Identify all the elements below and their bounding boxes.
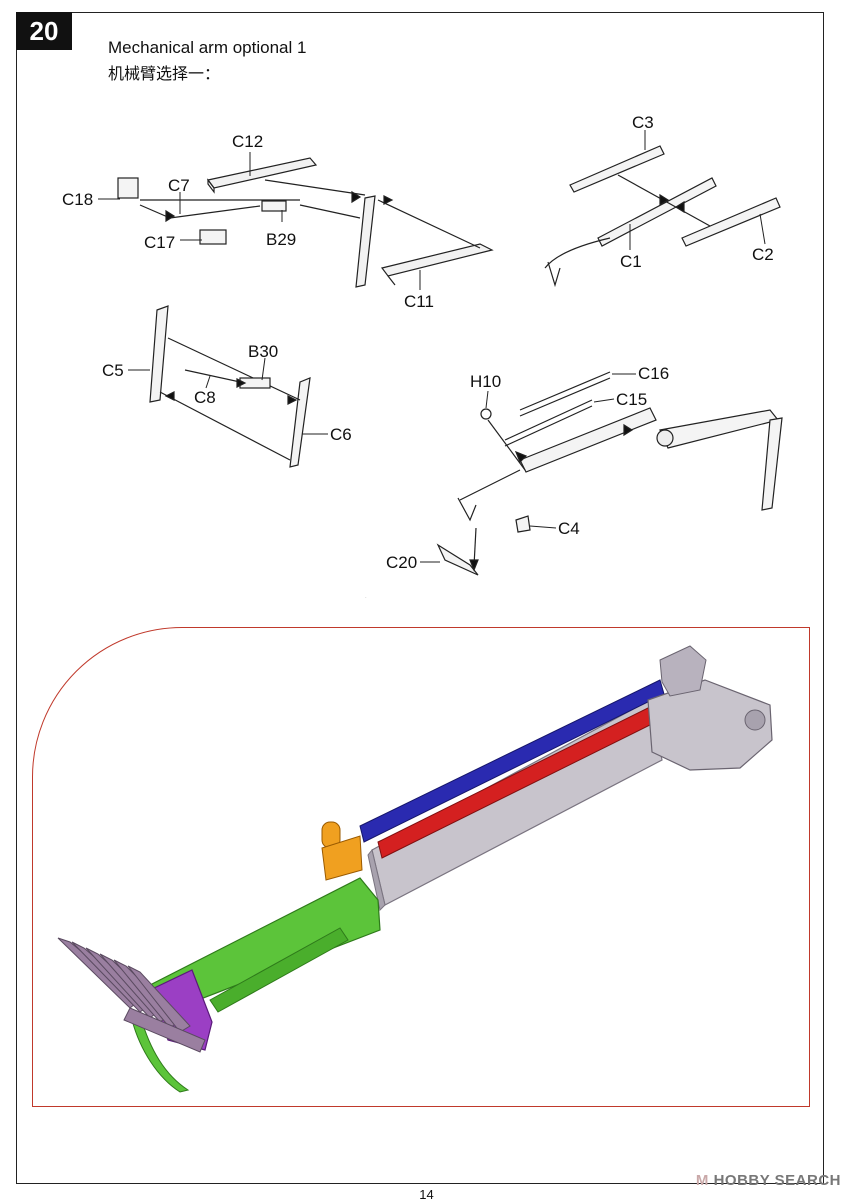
assembly-group-middle-right bbox=[436, 371, 783, 576]
assembly-group-middle-left bbox=[149, 305, 311, 468]
label-c20: C20 bbox=[386, 553, 418, 572]
watermark-logo: M HOBBY SEARCH bbox=[696, 1172, 841, 1189]
label-c17: C17 bbox=[144, 233, 176, 252]
label-c16: C16 bbox=[638, 364, 670, 383]
label-c2: C2 bbox=[752, 245, 774, 264]
part-leader-lines bbox=[98, 130, 766, 563]
watermark-prefix: M bbox=[695, 1172, 709, 1189]
label-c11: C11 bbox=[404, 292, 434, 311]
color-render-callout bbox=[32, 627, 810, 1107]
label-c15: C15 bbox=[616, 390, 648, 409]
step-title-english: Mechanical arm optional 1 bbox=[108, 38, 307, 57]
label-c12: C12 bbox=[232, 132, 264, 151]
watermark-text: HOBBY SEARCH bbox=[713, 1172, 841, 1189]
label-c18: C18 bbox=[62, 190, 94, 209]
arm-head-block bbox=[647, 679, 773, 771]
svg-text:.: . bbox=[365, 594, 367, 600]
step-title-chinese: 机械臂选择一： bbox=[108, 66, 221, 83]
label-h10: H10 bbox=[470, 372, 502, 391]
label-b29: B29 bbox=[266, 230, 297, 249]
label-c5: C5 bbox=[102, 361, 124, 380]
label-c4: C4 bbox=[558, 519, 580, 538]
page-frame bbox=[16, 12, 824, 1184]
arm-top-mount bbox=[659, 645, 707, 697]
label-c7: C7 bbox=[168, 176, 190, 195]
label-c3: C3 bbox=[632, 113, 654, 132]
label-c6: C6 bbox=[330, 425, 352, 444]
assembly-group-top-right bbox=[544, 145, 781, 288]
page-number: 14 bbox=[419, 1187, 434, 1202]
bucket-teeth bbox=[57, 937, 206, 1053]
label-c1: C1 bbox=[620, 252, 642, 271]
step-number-badge: 20 bbox=[16, 12, 72, 50]
assembly-group-top-left bbox=[117, 157, 494, 288]
label-c8: C8 bbox=[194, 388, 216, 407]
label-b30: B30 bbox=[248, 342, 279, 361]
